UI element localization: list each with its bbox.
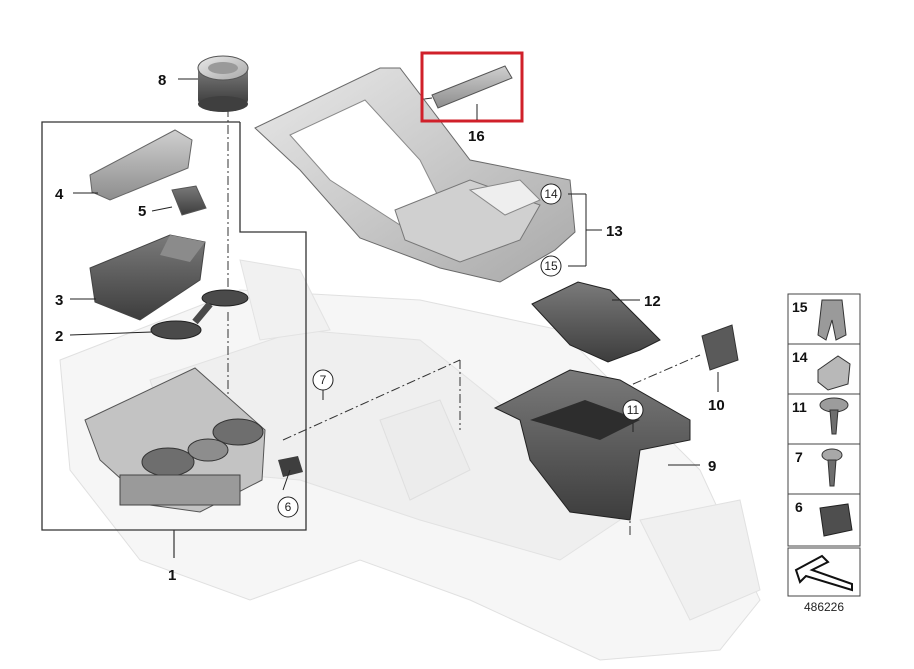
callouts: 8 4 5 3 2 1 16 13 12 10 9 14 15 11 7 6 bbox=[55, 72, 725, 584]
spring-nut-icon bbox=[817, 355, 851, 391]
part-13-trim bbox=[254, 67, 576, 283]
callout-16: 16 bbox=[468, 128, 485, 145]
clip-icon bbox=[817, 299, 847, 341]
part-5-clip bbox=[171, 185, 207, 216]
screw-washer-icon bbox=[819, 397, 849, 435]
part-10-bracket bbox=[701, 324, 739, 371]
callout-5: 5 bbox=[138, 203, 146, 220]
callout-2: 2 bbox=[55, 328, 63, 345]
callout-4: 4 bbox=[55, 186, 64, 203]
legend-num-14: 14 bbox=[792, 349, 808, 365]
legend-num-11: 11 bbox=[792, 399, 807, 415]
fastener-legend: 15 14 11 7 6 486226 bbox=[787, 293, 861, 614]
callout-8: 8 bbox=[158, 72, 166, 89]
callout-13: 13 bbox=[606, 223, 623, 240]
flat-arrow-icon bbox=[794, 554, 853, 592]
highlight-box bbox=[420, 51, 524, 123]
screw-icon bbox=[821, 448, 843, 487]
part-6-clamp bbox=[278, 456, 303, 477]
callout-11: 11 bbox=[627, 403, 640, 417]
clamp-icon bbox=[819, 503, 853, 537]
leader-lines bbox=[69, 78, 719, 491]
part-16-badge bbox=[431, 65, 513, 109]
part-12-mat bbox=[531, 281, 661, 363]
callout-14: 14 bbox=[544, 187, 558, 201]
callout-15: 15 bbox=[544, 259, 558, 273]
diagram-reference-id: 486226 bbox=[804, 600, 844, 614]
callout-3: 3 bbox=[55, 292, 63, 309]
callout-9: 9 bbox=[708, 458, 716, 475]
legend-num-6: 6 bbox=[795, 499, 803, 515]
part-4-cover bbox=[89, 129, 193, 201]
part-2-mats bbox=[150, 289, 249, 340]
part-3-tray bbox=[89, 234, 206, 321]
legend-num-7: 7 bbox=[795, 449, 803, 465]
legend-num-15: 15 bbox=[792, 299, 808, 315]
callout-7: 7 bbox=[320, 373, 327, 387]
callout-1: 1 bbox=[168, 567, 176, 584]
callout-12: 12 bbox=[644, 293, 661, 310]
assembly-frame bbox=[41, 121, 307, 558]
callout-6: 6 bbox=[285, 500, 292, 514]
part-8-round-insert bbox=[197, 55, 249, 112]
callout-10: 10 bbox=[708, 397, 725, 414]
part-1-cupholder bbox=[84, 367, 266, 513]
